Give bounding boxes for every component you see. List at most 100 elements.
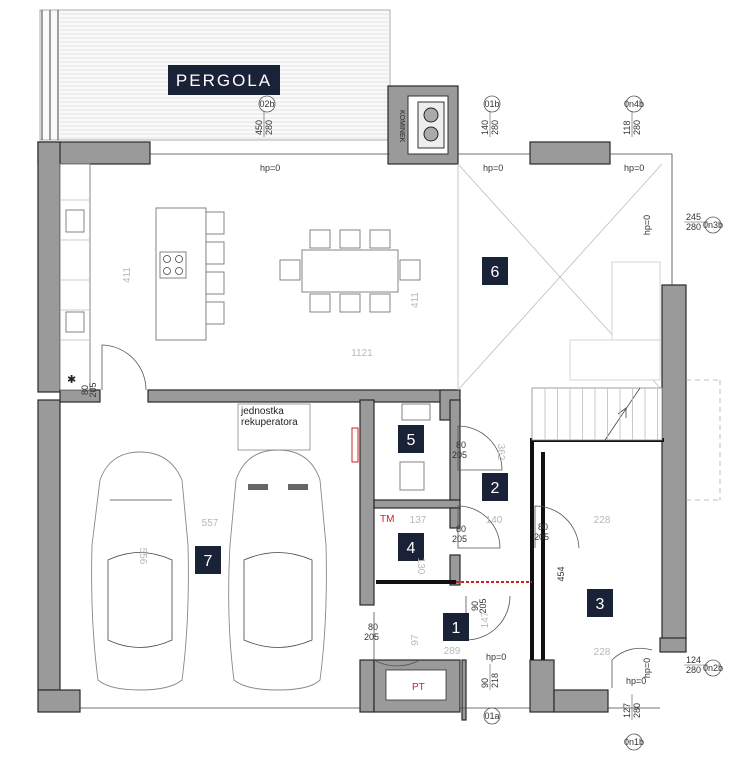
door-dim: 205: [452, 534, 467, 544]
door-dim: 205: [364, 632, 379, 642]
door-dim: 80: [538, 522, 548, 532]
room-1-number: 1: [452, 620, 461, 637]
room-1-badge: [443, 613, 469, 641]
window-height: 280: [686, 665, 701, 675]
dining-table: [301, 249, 399, 293]
door-dim: 80: [368, 622, 378, 632]
wall-bath-bottom: [373, 499, 461, 509]
window-tag-label: 0n4b: [624, 99, 644, 109]
dim-130: 130: [415, 558, 426, 575]
window-tag-label: 0n1b: [624, 737, 644, 747]
door-dims: 80 205 80 205 80 205 80 205 80 205 90 20…: [80, 382, 549, 642]
room-2-badge: [482, 473, 508, 501]
wall-right-low: [659, 637, 687, 653]
room-3-badge: [587, 589, 613, 617]
window-hp: hp=0: [642, 215, 652, 235]
window-height: 280: [632, 120, 642, 135]
room-1: 1: [443, 613, 469, 641]
window-hp: hp=0: [642, 658, 652, 678]
wall-bottom-mid-2: [553, 689, 609, 713]
fireplace-burner-2: [423, 126, 439, 142]
window-hp: hp=0: [624, 163, 644, 173]
room-6-number: 6: [491, 264, 500, 281]
window-width: 127: [622, 703, 632, 718]
door-dim: 205: [478, 598, 488, 613]
doors: [101, 344, 653, 688]
wall-tm-right: [449, 507, 461, 529]
dim-garage-width: 557: [202, 518, 219, 529]
door-dim: 80: [456, 524, 466, 534]
room-7-badge: [195, 546, 221, 574]
window-width: 450: [254, 120, 264, 135]
dim-living-width: 1121: [351, 348, 373, 359]
window-height: 280: [686, 222, 701, 232]
dim-289: 289: [444, 646, 461, 657]
window-tag-label: 0n3b: [703, 220, 723, 230]
dim-454: 454: [556, 566, 566, 581]
dim-147: 147: [480, 611, 491, 628]
kominek-label: KOMINEK: [398, 110, 405, 143]
kitchen: ✱: [59, 163, 225, 391]
wall-top-right: [529, 141, 611, 165]
window-width: 245: [686, 212, 701, 222]
dim-228-top: 228: [594, 515, 611, 526]
room-4-number: 4: [407, 540, 416, 557]
window-hp: hp=0: [260, 163, 280, 173]
window-tag-label: 02b: [259, 99, 274, 109]
dim-140: 140: [486, 515, 503, 526]
window-hp: hp=0: [483, 163, 503, 173]
wall-tm-right-low: [449, 554, 461, 586]
window-tag-label: 0n2b: [703, 663, 723, 673]
fireplace-burner-1: [423, 107, 439, 123]
window-width: 140: [480, 120, 490, 135]
toilet: [399, 461, 425, 491]
chair: [339, 229, 361, 249]
room-6-badge: [482, 257, 508, 285]
stool-2: [205, 241, 225, 265]
radiator: [351, 427, 359, 463]
dim-living-height: 411: [122, 267, 133, 283]
pergola: PERGOLA: [39, 9, 391, 141]
wall-mid: [147, 389, 459, 403]
wall-left-lower: [37, 399, 61, 691]
door-dim: 90: [470, 601, 480, 611]
partition-hall: [530, 438, 664, 660]
room-2-number: 2: [491, 480, 500, 497]
stairs: [531, 387, 663, 441]
room-3: 3: [587, 589, 613, 617]
pergola-label: PERGOLA: [176, 71, 272, 90]
svg-text:✱: ✱: [67, 374, 76, 386]
recuperator-label-2: rekuperatora: [241, 417, 298, 428]
wall-garage-right-low: [359, 659, 375, 713]
wall-left-upper: [37, 141, 61, 393]
wall-entry: [461, 659, 467, 721]
dim-228-bottom: 228: [594, 647, 611, 658]
island-cooktop: [159, 251, 187, 279]
window-width: 90: [480, 678, 490, 688]
pergola-label-box: [168, 65, 280, 95]
room-2: 2: [482, 473, 508, 501]
dim-living-height-2: 411: [410, 292, 421, 308]
chair: [309, 229, 331, 249]
stool-1: [205, 211, 225, 235]
chair: [369, 293, 391, 313]
stool-4: [205, 301, 225, 325]
dining: [279, 229, 421, 313]
window-height: 280: [490, 120, 500, 135]
chair: [369, 229, 391, 249]
window-width: 118: [622, 121, 632, 135]
window-hp: hp=0: [486, 652, 506, 662]
bathroom-fixtures: [351, 403, 431, 491]
window-height: 218: [490, 673, 500, 688]
chair: [339, 293, 361, 313]
door-dim: 80: [80, 385, 90, 395]
sofa: [569, 261, 661, 381]
